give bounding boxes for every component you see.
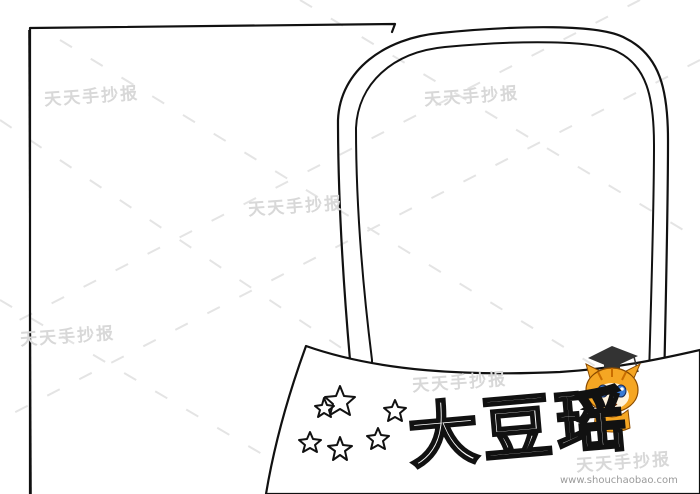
watermark-url: www.shouchaobao.com <box>560 475 678 486</box>
star-icon <box>383 399 407 422</box>
arched-frame-inner <box>355 41 655 494</box>
arched-frame-outer <box>336 26 670 494</box>
star-icon <box>298 431 322 453</box>
star-icon <box>314 397 335 418</box>
star-icon <box>366 427 390 450</box>
mascot-cat-graduate-icon <box>585 346 641 433</box>
banner-title: 大豆瑶 <box>404 377 635 481</box>
star-icon <box>327 436 353 461</box>
